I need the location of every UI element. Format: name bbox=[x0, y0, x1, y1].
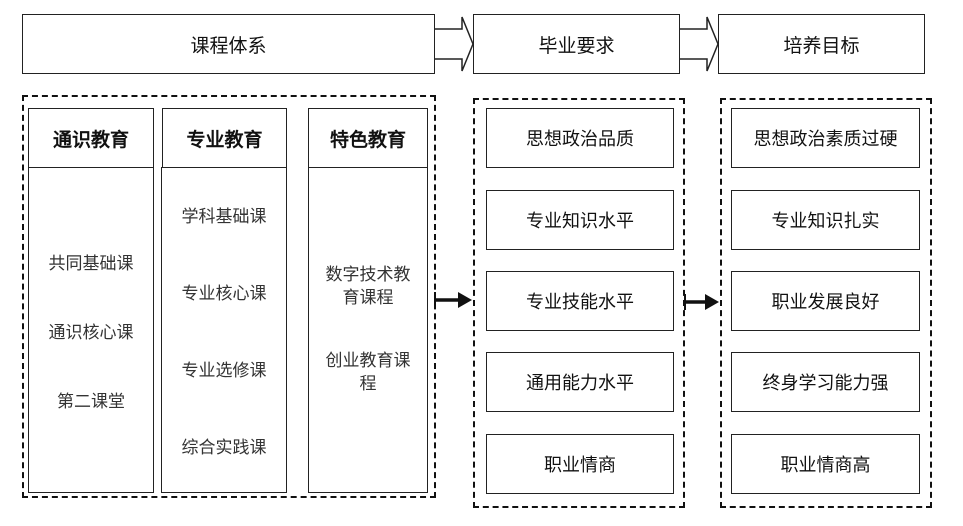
curriculum-system-label: 课程体系 bbox=[190, 34, 267, 57]
general-education-title: 通识教育 bbox=[28, 108, 154, 169]
curriculum-system-header: 课程体系 bbox=[22, 14, 435, 74]
objective-item: 职业情商高 bbox=[731, 434, 920, 494]
objective-item: 专业知识扎实 bbox=[731, 190, 920, 250]
requirement-item: 专业技能水平 bbox=[486, 271, 674, 331]
objective-item: 职业发展良好 bbox=[731, 271, 920, 331]
graduation-requirements-label: 毕业要求 bbox=[538, 34, 615, 57]
course-item: 数字技术教育课程 bbox=[325, 265, 411, 309]
header-arrow-2 bbox=[680, 16, 719, 72]
requirement-item: 通用能力水平 bbox=[486, 352, 674, 412]
objective-item: 终身学习能力强 bbox=[731, 352, 920, 412]
course-item: 综合实践课 bbox=[181, 438, 267, 458]
objectives-group bbox=[720, 98, 932, 508]
requirement-item: 职业情商 bbox=[486, 434, 674, 494]
training-objectives-label: 培养目标 bbox=[783, 34, 860, 57]
featured-education-title: 特色教育 bbox=[308, 108, 428, 169]
professional-education-title: 专业教育 bbox=[162, 108, 287, 169]
featured-education-courses: 数字技术教育课程 创业教育课程 bbox=[308, 167, 428, 493]
course-item: 第二课堂 bbox=[57, 391, 125, 412]
header-arrow-1 bbox=[435, 16, 474, 72]
training-objectives-header: 培养目标 bbox=[718, 14, 925, 74]
requirement-item: 思想政治品质 bbox=[486, 108, 674, 168]
course-item: 通识核心课 bbox=[48, 322, 134, 343]
professional-education-courses: 学科基础课 专业核心课 专业选修课 综合实践课 bbox=[161, 167, 287, 493]
graduation-requirements-header: 毕业要求 bbox=[473, 14, 680, 74]
requirement-item: 专业知识水平 bbox=[486, 190, 674, 250]
course-item: 专业选修课 bbox=[181, 361, 267, 381]
course-item: 专业核心课 bbox=[181, 284, 267, 304]
group-arrow-1 bbox=[434, 292, 472, 308]
objective-item: 思想政治素质过硬 bbox=[731, 108, 920, 168]
general-education-courses: 共同基础课 通识核心课 第二课堂 bbox=[28, 167, 154, 493]
group-arrow-2 bbox=[684, 294, 719, 310]
course-item: 创业教育课程 bbox=[325, 351, 411, 394]
course-item: 共同基础课 bbox=[48, 253, 134, 274]
course-item: 学科基础课 bbox=[181, 207, 267, 227]
